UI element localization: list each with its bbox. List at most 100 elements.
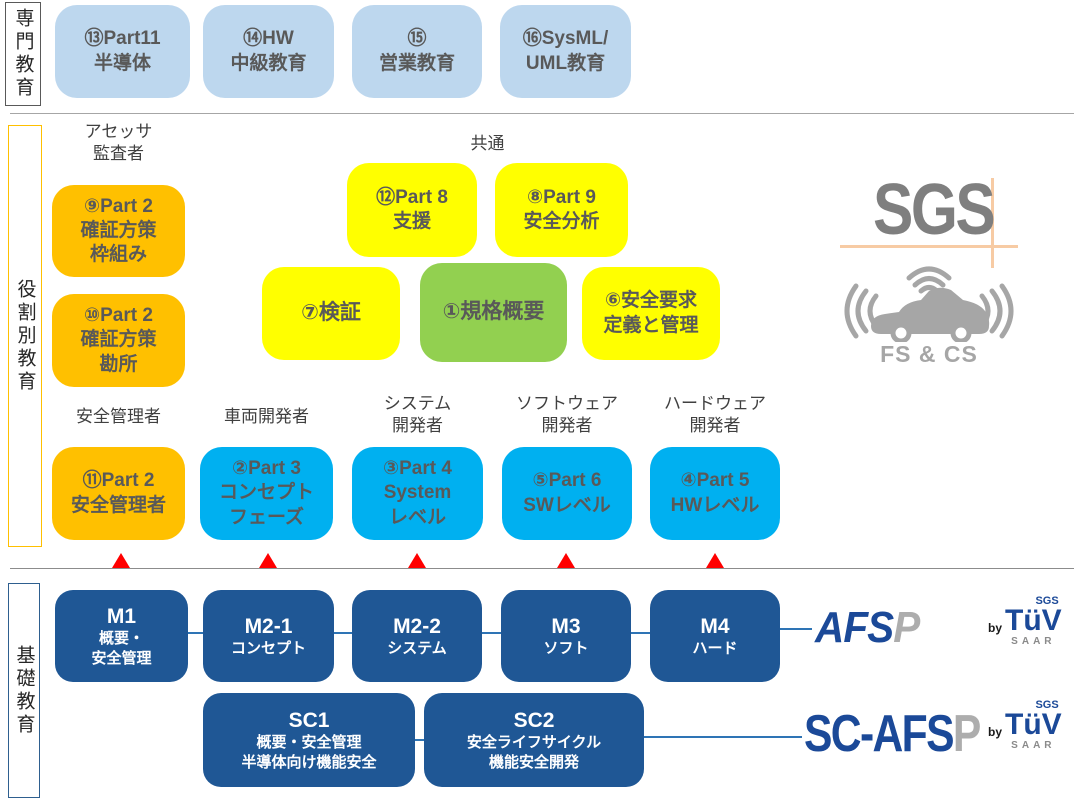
course-subtitle: 安全ライフサイクル 機能安全開発 — [466, 734, 602, 771]
connector-line — [334, 632, 352, 634]
course-box-3-part4-system-level: ③Part 4 System レベル — [352, 447, 483, 540]
basic-course-m2-1: M2-1 コンセプト — [203, 590, 334, 682]
connector-line — [644, 736, 802, 738]
course-title: SC2 — [513, 708, 555, 732]
course-subtitle: ソフト — [543, 639, 589, 657]
section-label-text: 役割別教育 — [14, 278, 36, 394]
course-box-15-sales-training: ⑮ 営業教育 — [352, 5, 482, 98]
tuv-saar-text: SAAR — [1011, 635, 1056, 647]
course-box-9-part2-confirmation-framework: ⑨Part 2 確証方策 枠組み — [52, 185, 185, 277]
sgs-logo-text: SGS — [873, 170, 996, 250]
course-box-14-hw-intermediate: ⑭HW 中級教育 — [203, 5, 334, 98]
course-text: ②Part 3 コンセプト フェーズ — [218, 458, 314, 528]
section-label-role-based-education: 役割別教育 — [8, 125, 42, 547]
course-title: M1 — [106, 604, 137, 628]
group-label-software-developer: ソフトウェア 開発者 — [516, 394, 618, 436]
basic-course-m4: M4 ハード — [650, 590, 780, 682]
sgs-crosshair-horizontal — [840, 245, 1018, 248]
group-label-vehicle-developer: 車両開発者 — [224, 407, 309, 426]
up-arrow-marker — [557, 553, 575, 568]
tuv-stack: SGS TüV SAAR — [1005, 596, 1062, 647]
car-signal-graphic — [844, 266, 1014, 344]
course-text: ⑫Part 8 支援 — [376, 186, 448, 232]
sgs-crosshair-vertical — [991, 178, 994, 268]
sc-afsp-logo-main: SC-AFS — [804, 705, 955, 763]
up-arrow-marker — [408, 553, 426, 568]
divider-line — [10, 113, 1074, 114]
course-box-10-part2-confirmation-keypoints: ⑩Part 2 確証方策 勘所 — [52, 294, 185, 387]
course-box-6-safety-requirements: ⑥安全要求 定義と管理 — [582, 267, 720, 360]
group-label-common: 共通 — [470, 134, 505, 153]
course-title: SC1 — [288, 708, 330, 732]
course-text: ⑦検証 — [301, 301, 361, 325]
sc-afsp-logo-suffix: P — [952, 705, 981, 763]
course-text: ⑯SysML/ UML教育 — [522, 28, 609, 74]
tuv-saar-mark: by SGS TüV SAAR — [988, 596, 1062, 647]
tuv-sgs-text: SGS — [1035, 699, 1059, 711]
connector-line — [780, 628, 812, 630]
course-box-2-part3-concept-phase: ②Part 3 コンセプト フェーズ — [200, 447, 333, 540]
tuv-main-text: TüV — [1005, 708, 1062, 741]
course-text: ⑮ 営業教育 — [378, 28, 455, 74]
up-arrow-marker — [706, 553, 724, 568]
sgs-logo: SGS — [840, 170, 1025, 272]
afsp-logo-main: AFS — [815, 603, 894, 652]
course-title: M2-2 — [393, 614, 441, 638]
basic-course-m2-2: M2-2 システム — [352, 590, 482, 682]
connector-line — [188, 632, 203, 634]
up-arrow-marker — [259, 553, 277, 568]
connected-car-icon: FS & CS — [843, 258, 1015, 368]
course-subtitle: コンセプト — [230, 639, 306, 657]
basic-course-sc1: SC1 概要・安全管理 半導体向け機能安全 — [203, 693, 415, 787]
course-title: M4 — [700, 614, 730, 638]
course-subtitle: 概要・安全管理 半導体向け機能安全 — [241, 734, 377, 771]
basic-course-sc2: SC2 安全ライフサイクル 機能安全開発 — [424, 693, 644, 787]
tuv-sgs-text: SGS — [1035, 595, 1059, 607]
fs-cs-label: FS & CS — [880, 341, 978, 367]
group-label-safety-manager: 安全管理者 — [76, 407, 161, 426]
tuv-saar-text: SAAR — [1011, 739, 1056, 751]
section-label-specialist-education: 専門教育 — [5, 2, 41, 106]
course-text: ⑭HW 中級教育 — [230, 28, 307, 74]
course-subtitle: 概要・ 安全管理 — [91, 630, 152, 667]
tuv-saar-mark: by SGS TüV SAAR — [988, 700, 1062, 751]
tuv-stack: SGS TüV SAAR — [1005, 700, 1062, 751]
basic-course-m1: M1 概要・ 安全管理 — [55, 590, 188, 682]
section-label-text: 専門教育 — [12, 8, 34, 100]
course-box-1-standard-overview: ①規格概要 — [420, 263, 567, 362]
course-title: M3 — [551, 614, 581, 638]
course-box-11-part2-safety-manager: ⑪Part 2 安全管理者 — [52, 447, 185, 540]
course-text: ⑨Part 2 確証方策 枠組み — [80, 195, 157, 266]
afsp-logo: AFSP — [815, 603, 920, 652]
up-arrow-marker — [112, 553, 130, 568]
course-text: ⑬Part11 半導体 — [84, 28, 161, 74]
course-text: ③Part 4 System レベル — [383, 458, 452, 528]
group-label-assessor-auditor: アセッサ 監査者 — [84, 122, 153, 164]
course-subtitle: ハード — [692, 639, 738, 657]
course-title: M2-1 — [244, 614, 293, 638]
course-box-12-part8-support: ⑫Part 8 支援 — [347, 163, 477, 257]
course-box-8-part9-safety-analysis: ⑧Part 9 安全分析 — [495, 163, 628, 257]
group-label-hardware-developer: ハードウェア 開発者 — [664, 394, 766, 436]
course-box-13-part11-semiconductor: ⑬Part11 半導体 — [55, 5, 190, 98]
connector-line — [482, 632, 501, 634]
section-label-basic-education: 基礎教育 — [8, 583, 40, 798]
course-text: ⑤Part 6 SWレベル — [523, 470, 611, 516]
baseline-divider — [10, 568, 1074, 569]
course-text: ⑩Part 2 確証方策 勘所 — [80, 305, 157, 375]
connector-line — [631, 632, 650, 634]
afsp-logo-suffix: P — [893, 603, 920, 652]
sc-afsp-logo: SC-AFSP — [804, 705, 981, 763]
tuv-main-text: TüV — [1005, 604, 1062, 637]
course-box-7-verification: ⑦検証 — [262, 267, 400, 360]
course-text: ⑪Part 2 安全管理者 — [70, 470, 166, 516]
course-box-4-part5-hw-level: ④Part 5 HWレベル — [650, 447, 780, 540]
course-text: ⑧Part 9 安全分析 — [523, 186, 600, 232]
by-label: by — [988, 620, 1003, 635]
group-label-system-developer: システム 開発者 — [383, 394, 452, 436]
section-label-text: 基礎教育 — [13, 644, 35, 737]
by-label: by — [988, 724, 1003, 739]
course-box-16-sysml-uml: ⑯SysML/ UML教育 — [500, 5, 631, 98]
connector-line — [415, 739, 424, 741]
